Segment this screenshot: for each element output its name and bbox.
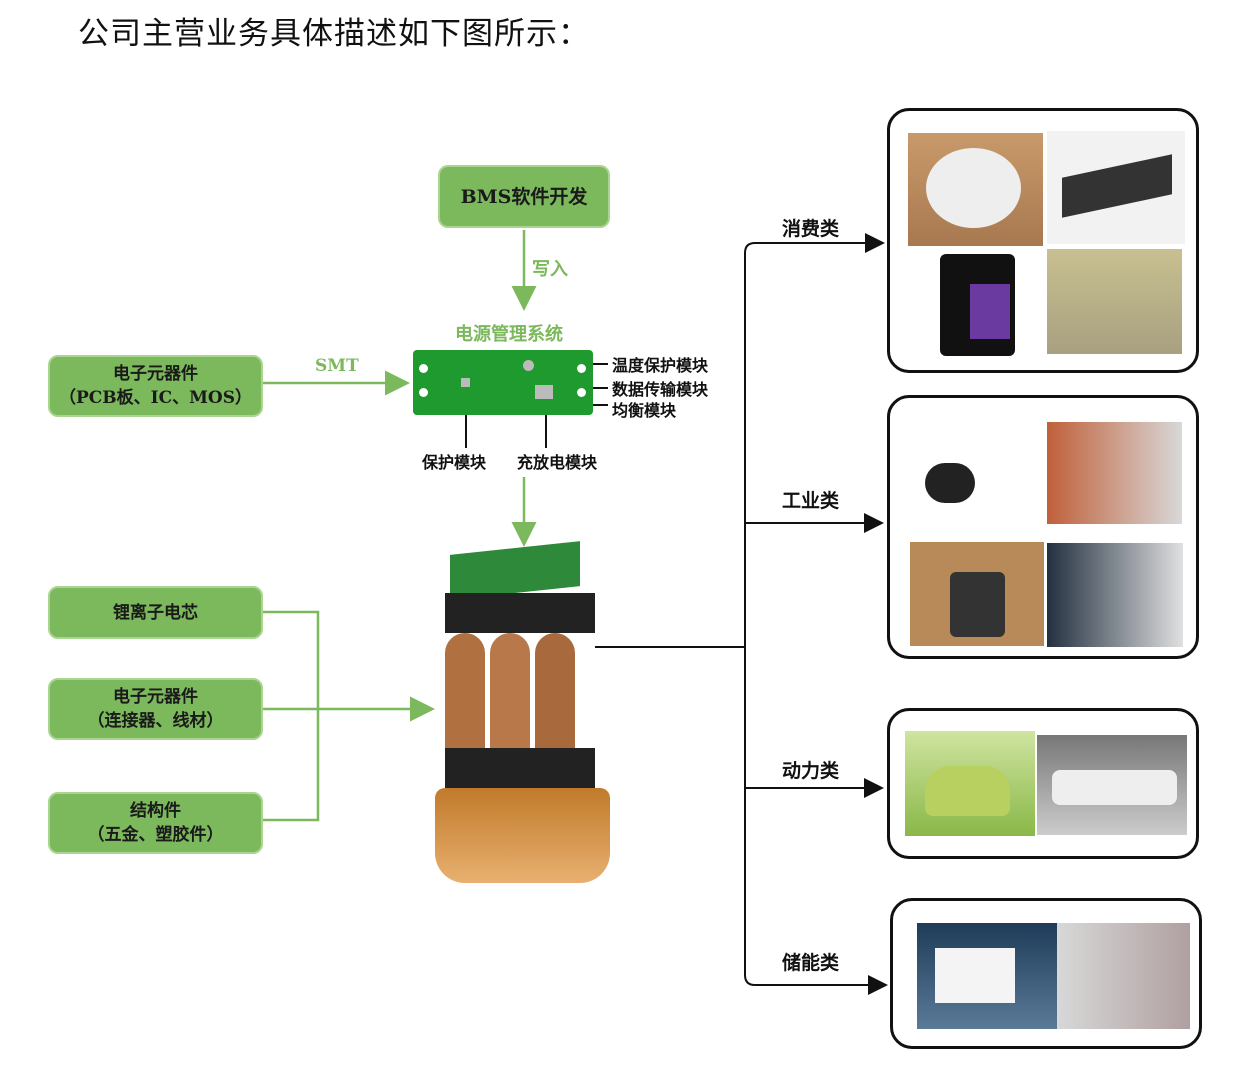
box-line2: （五金、塑胶件） <box>87 825 224 845</box>
bms-software-box: BMS软件开发 <box>438 165 610 228</box>
handheld-scanner-image <box>910 542 1044 646</box>
storage-container-image <box>917 923 1057 1029</box>
connector-components-box: 电子元器件 （连接器、线材） <box>48 678 263 740</box>
warehouse-image <box>1047 422 1182 524</box>
box-line2: （连接器、线材） <box>87 711 224 731</box>
temp-module-label: 温度保护模块 <box>612 356 709 375</box>
box-line1: 锂离子电芯 <box>113 602 198 623</box>
pms-label: 电源管理系统 <box>455 324 563 345</box>
pcb-board-image <box>413 350 593 415</box>
battery-racks-image <box>1057 923 1190 1029</box>
device-board-image <box>1047 131 1185 244</box>
category-storage: 储能类 <box>782 952 840 974</box>
pcb-components-box: 电子元器件 （PCB板、IC、MOS） <box>48 355 263 417</box>
write-label: 写入 <box>532 259 568 280</box>
category-power: 动力类 <box>782 760 840 782</box>
medical-device-image <box>1047 543 1183 647</box>
battery-pack-image <box>430 541 610 890</box>
protect-module-label: 保护模块 <box>422 453 487 472</box>
category-industrial: 工业类 <box>782 490 840 512</box>
data-module-label: 数据传输模块 <box>612 380 709 399</box>
electric-car-image <box>905 731 1035 836</box>
li-ion-cell-box: 锂离子电芯 <box>48 586 263 639</box>
charge-module-label: 充放电模块 <box>517 453 598 472</box>
industrial-panel <box>887 395 1199 659</box>
smartphone-image <box>940 254 1015 356</box>
smt-label: SMT <box>315 356 359 376</box>
consumer-panel <box>887 108 1199 373</box>
box-line2: （PCB板、IC、MOS） <box>58 388 253 408</box>
box-line1: 电子元器件 <box>113 687 198 707</box>
robot-vacuum-image <box>908 133 1043 246</box>
electric-bus-image <box>1037 735 1187 835</box>
power-panel <box>887 708 1199 859</box>
page-title: 公司主营业务具体描述如下图所示： <box>78 16 590 52</box>
balance-module-label: 均衡模块 <box>612 401 677 420</box>
box-line1: 电子元器件 <box>113 364 198 384</box>
structural-parts-box: 结构件 （五金、塑胶件） <box>48 792 263 854</box>
category-consumer: 消费类 <box>782 218 840 240</box>
handheld-vacuum-image <box>1047 249 1182 354</box>
storage-panel <box>890 898 1202 1049</box>
scooter-image <box>920 423 982 518</box>
box-line1: 结构件 <box>130 801 181 821</box>
